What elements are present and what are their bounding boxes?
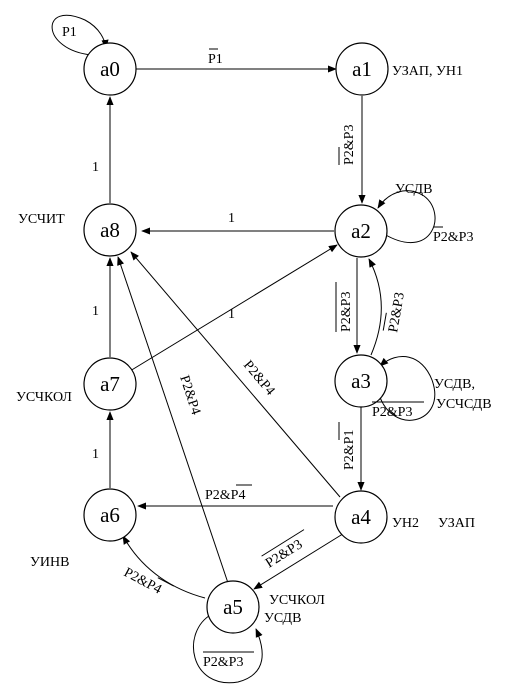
edge-a5-a8 <box>117 256 229 584</box>
svg-text:P2&P3: P2&P3 <box>339 292 354 332</box>
label-a5-a5: P2&P3 <box>203 651 254 670</box>
svg-text:1: 1 <box>228 307 235 322</box>
label-a1-a2: P2&P3 <box>338 125 357 165</box>
svg-text:a5: a5 <box>223 595 243 619</box>
svg-text:P2&P3: P2&P3 <box>372 405 412 420</box>
edge-a3-a2 <box>368 258 382 356</box>
label-a0-a0: P1 <box>62 25 77 40</box>
edge-a3-a3 <box>377 356 436 421</box>
svg-text:1: 1 <box>92 160 99 175</box>
svg-text:a7: a7 <box>100 372 120 396</box>
label-a2-a2: P2&P3 <box>433 226 473 245</box>
output-a4-line1: УН2 <box>392 516 419 531</box>
svg-text:P2&P4: P2&P4 <box>240 358 278 399</box>
label-a3-a2: P2&P3 <box>382 291 408 334</box>
label-a8-a0: 1 <box>92 160 99 175</box>
label-a4-a5: P2&P3 <box>261 529 305 571</box>
label-a4-a8: P2&P4 <box>240 358 278 399</box>
label-a7-a8: 1 <box>92 304 99 319</box>
output-a3-line2: УСЧСДВ <box>436 397 492 412</box>
label-a5-a8: P2&P4 <box>176 374 203 417</box>
state-a0: a0 <box>83 42 137 96</box>
label-a5-a6: P2&P4 <box>121 565 174 598</box>
label-a7-a2: 1 <box>228 307 235 322</box>
edge-a7-a2 <box>129 244 338 372</box>
output-a5-line2: УСДВ <box>264 611 301 626</box>
edge-a2-a2 <box>377 190 436 243</box>
svg-text:P2&P3: P2&P3 <box>342 125 357 165</box>
svg-text:a1: a1 <box>352 57 372 81</box>
edge-a5-a6 <box>122 535 206 599</box>
svg-text:a3: a3 <box>351 369 371 393</box>
svg-text:a0: a0 <box>100 57 120 81</box>
svg-text:P2&P4: P2&P4 <box>176 374 203 417</box>
state-a2: a2 <box>334 204 388 258</box>
label-a3-a3: P2&P3 <box>372 401 424 420</box>
output-a1: УЗАП, УН1 <box>392 64 463 79</box>
output-a3-line1: УСДВ, <box>434 377 475 392</box>
svg-text:P2&P3: P2&P3 <box>386 291 408 333</box>
output-a7: УСЧКОЛ <box>16 390 72 405</box>
edge-a5-a5 <box>192 613 263 684</box>
output-a5-line1: УСЧКОЛ <box>269 593 325 608</box>
label-a3-a4: P2&P1 <box>338 422 357 470</box>
svg-text:1: 1 <box>228 211 235 226</box>
svg-text:P1: P1 <box>208 52 223 67</box>
label-a2-a3: P2&P3 <box>335 282 354 332</box>
svg-text:a6: a6 <box>100 503 120 527</box>
edge-a4-a5 <box>253 531 347 590</box>
label-a4-a6: P2&P4 <box>205 484 252 503</box>
state-a4: a4 <box>334 490 388 544</box>
label-a6-a7: 1 <box>92 447 99 462</box>
output-a2: УСДВ <box>395 182 432 197</box>
svg-text:1: 1 <box>92 447 99 462</box>
label-a0-a1: P1 <box>208 48 223 67</box>
output-a4-line2: УЗАП <box>438 516 475 531</box>
svg-text:1: 1 <box>92 304 99 319</box>
output-a8: УСЧИТ <box>18 212 65 227</box>
state-a7: a7 <box>83 357 137 411</box>
svg-text:P2&P4: P2&P4 <box>121 565 164 597</box>
state-a5: a5 <box>206 580 260 634</box>
edge-a4-a8 <box>130 251 341 498</box>
svg-text:a4: a4 <box>351 505 371 529</box>
state-a1: a1 <box>335 42 389 96</box>
svg-text:P2&P1: P2&P1 <box>342 430 357 470</box>
svg-text:P2&P3: P2&P3 <box>433 230 473 245</box>
svg-text:a2: a2 <box>351 219 371 243</box>
state-a3: a3 <box>334 354 388 408</box>
edge-a0-a0 <box>51 14 109 56</box>
svg-text:P2&P4: P2&P4 <box>205 488 245 503</box>
state-a8: a8 <box>83 203 137 257</box>
output-a6: УИНВ <box>30 555 69 570</box>
state-a6: a6 <box>83 488 137 542</box>
svg-text:a8: a8 <box>100 218 120 242</box>
svg-text:P2&P3: P2&P3 <box>203 655 243 670</box>
label-a2-a8: 1 <box>228 211 235 226</box>
svg-text:P1: P1 <box>62 25 77 40</box>
